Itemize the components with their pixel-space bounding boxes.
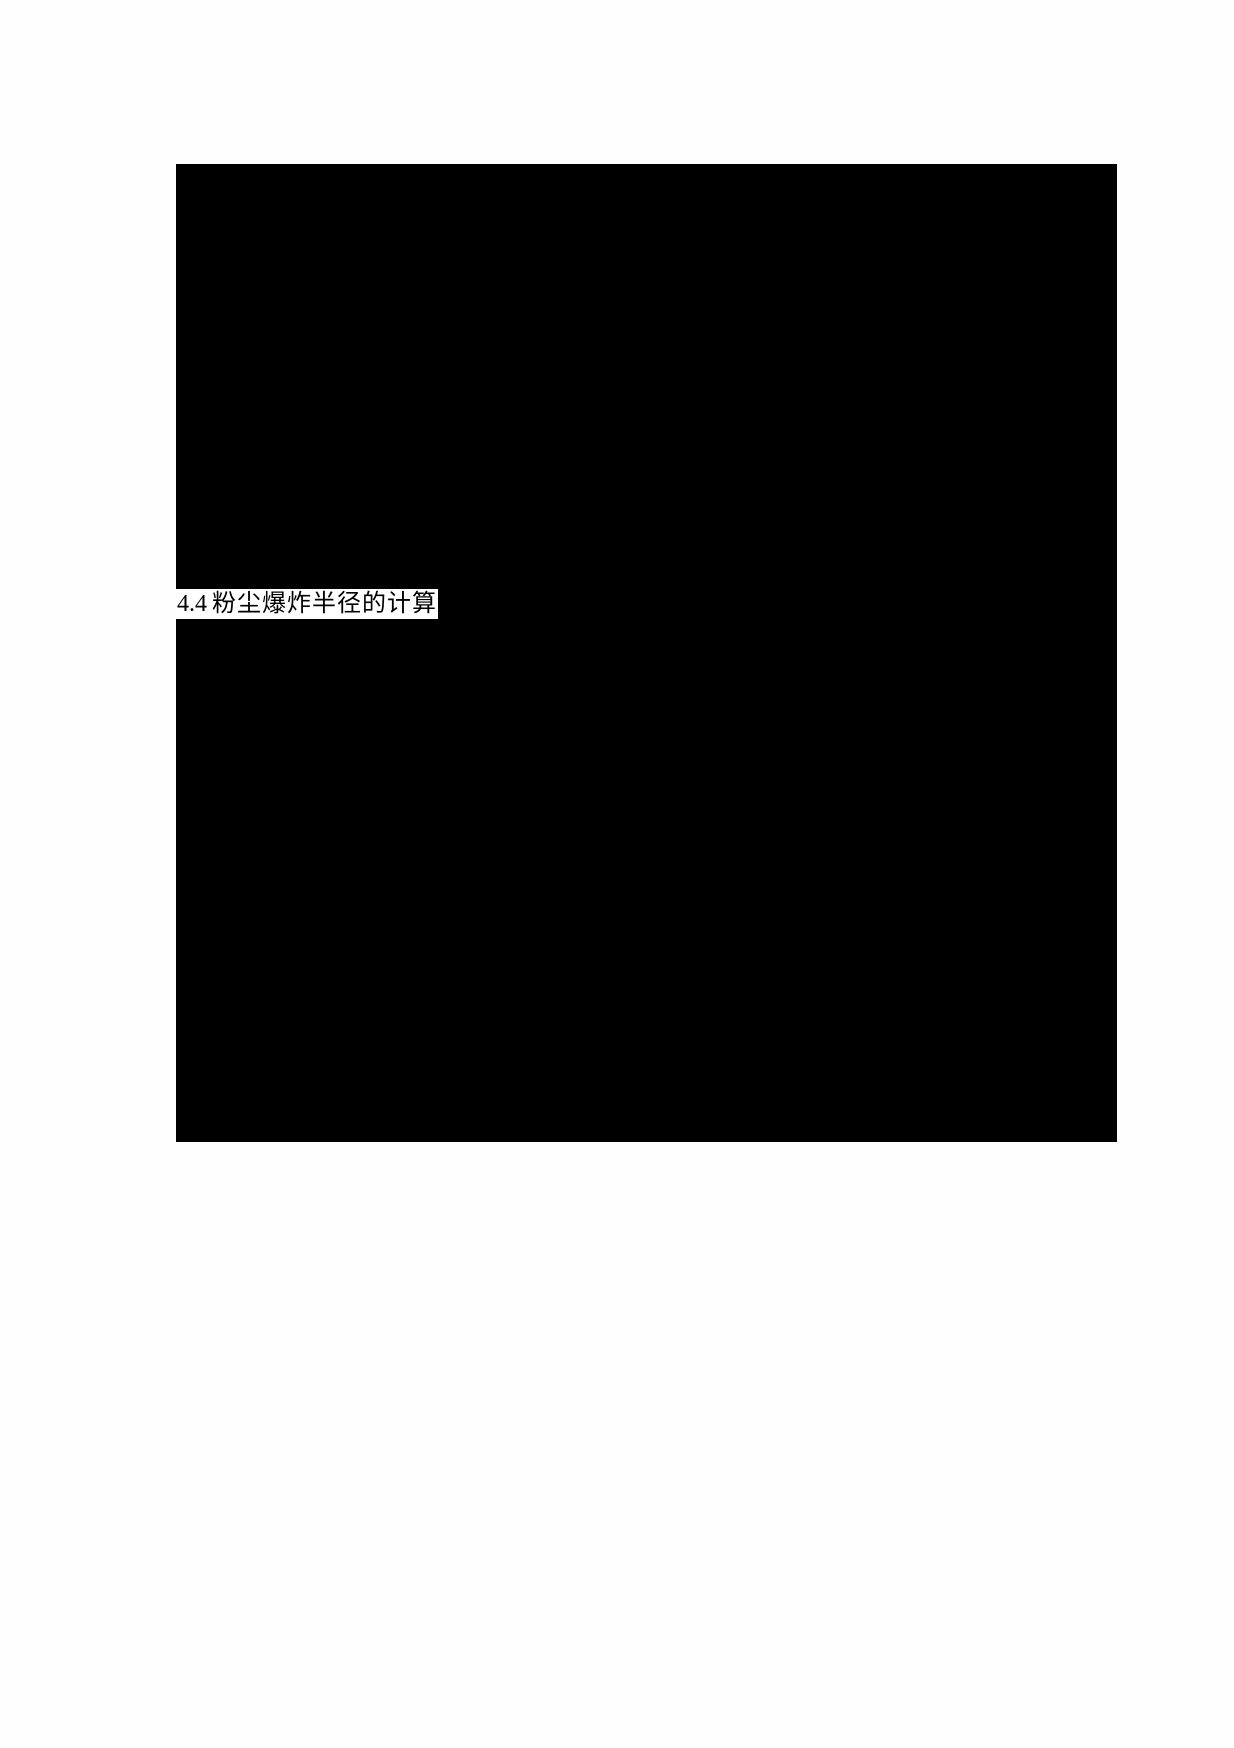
section-title: 粉尘爆炸半径的计算	[211, 589, 438, 619]
redacted-content-block	[176, 164, 1117, 1142]
section-heading: 4.4 粉尘爆炸半径的计算	[176, 589, 438, 619]
section-number: 4.4	[176, 589, 211, 619]
